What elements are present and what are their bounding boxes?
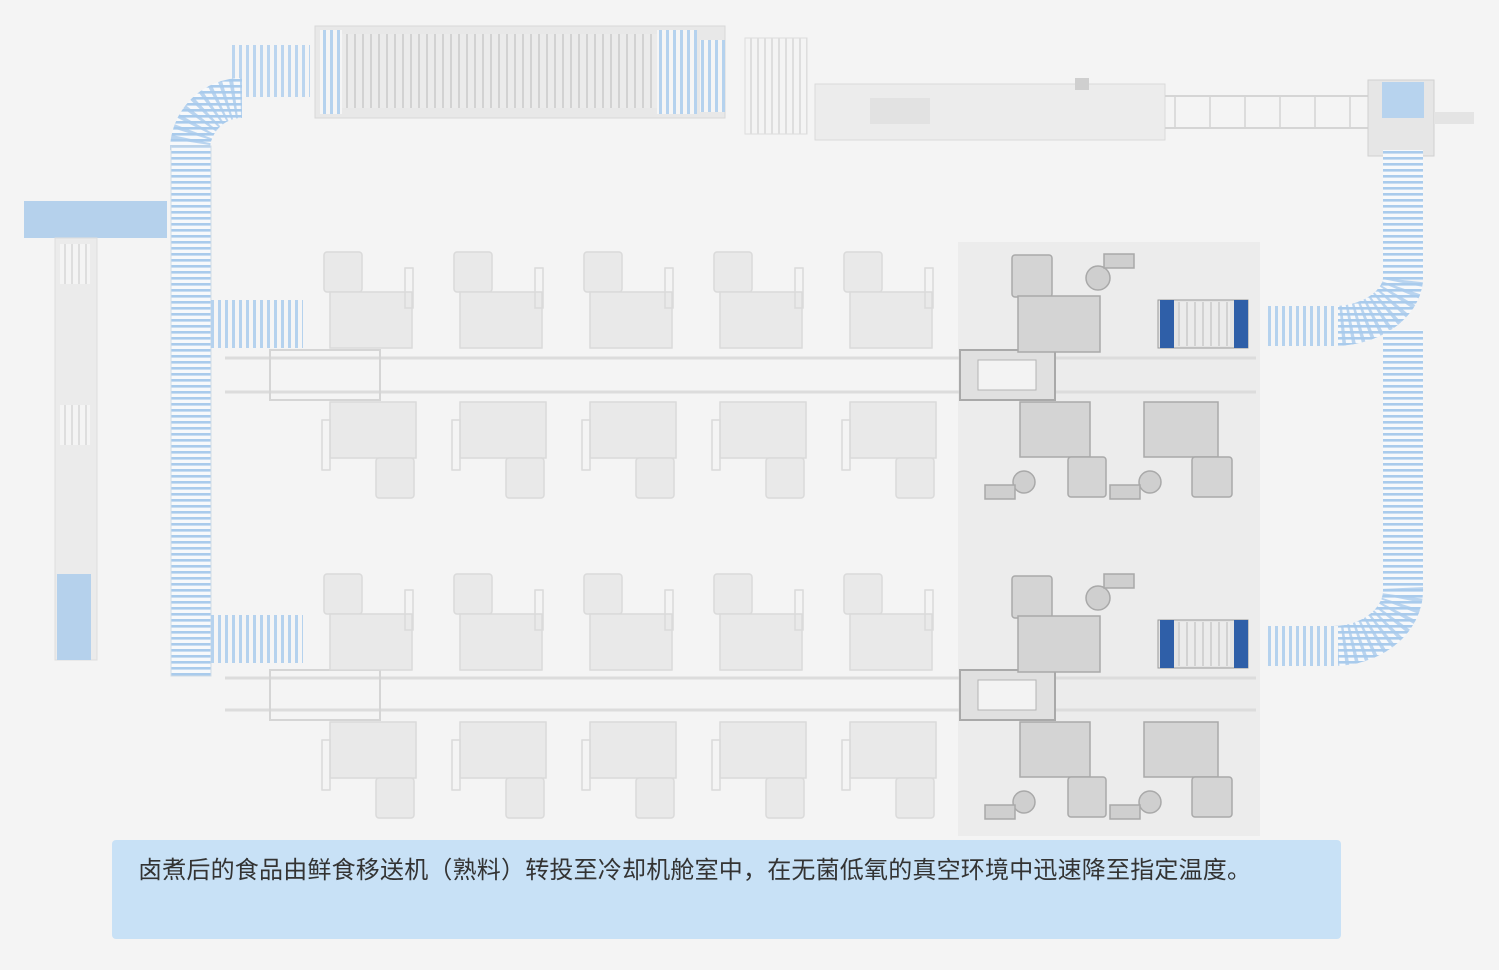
caption-box: 卤煮后的食品由鲜食移送机（熟料）转投至冷却机舱室中，在无菌低氧的真空环境中迅速降… <box>112 840 1341 939</box>
upper-branch-conveyor <box>211 300 303 348</box>
rail-track <box>1165 95 1375 129</box>
upper-rail <box>225 356 1256 394</box>
left-vertical-conveyor <box>171 146 211 676</box>
lower-rail <box>225 676 1256 712</box>
right-vertical-conveyor-top <box>1383 150 1423 280</box>
lower-branch-conveyor <box>211 615 303 663</box>
feed-line <box>24 201 167 661</box>
top-line <box>230 25 1474 157</box>
caption-text: 卤煮后的食品由鲜食移送机（熟料）转投至冷却机舱室中，在无菌低氧的真空环境中迅速降… <box>138 856 1252 884</box>
active-machines <box>984 253 1233 820</box>
right-lower-curve-conveyor <box>1332 587 1424 666</box>
right-vertical-conveyor-bottom <box>1383 330 1423 590</box>
vacuum-cooling-chamber-icon <box>1157 299 1249 669</box>
upper-rail-cart-left <box>269 349 381 401</box>
lower-rail-cart-left <box>269 669 381 721</box>
faded-machines <box>321 251 937 819</box>
